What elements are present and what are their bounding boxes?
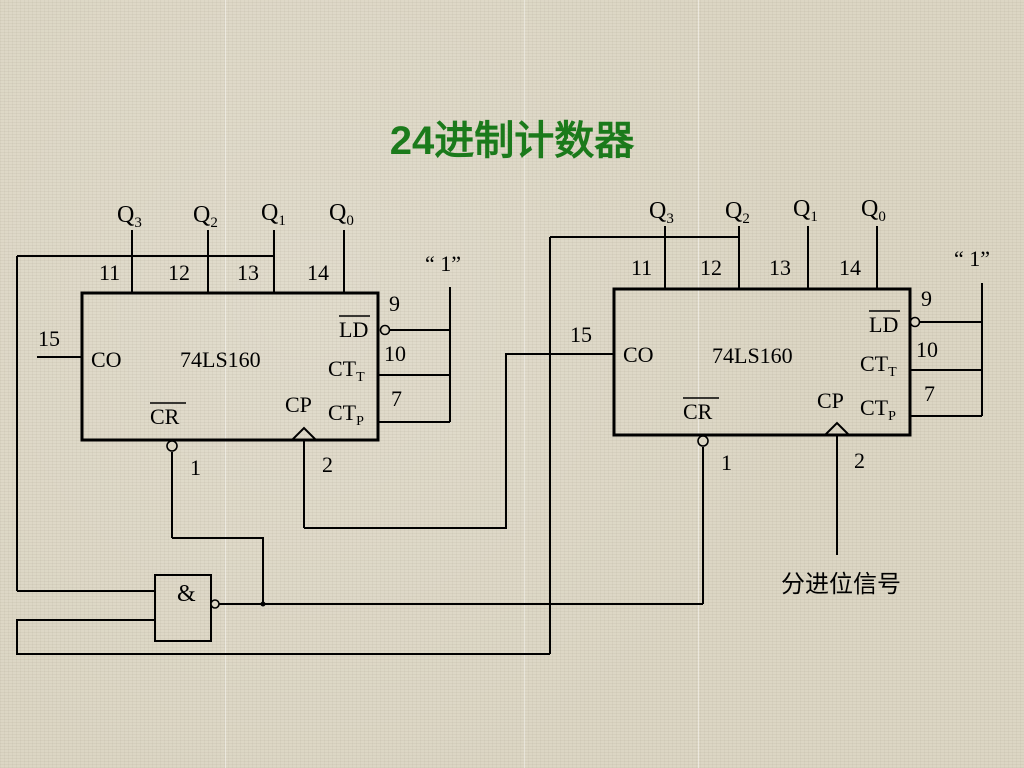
right-q2-label: Q2: [725, 198, 750, 227]
left-pin-11: 11: [99, 260, 120, 285]
left-q2-label: Q2: [193, 202, 218, 231]
right-cr-label: CR: [683, 399, 713, 424]
page-title: 24进制计数器: [389, 119, 635, 163]
background-gridline: [524, 0, 525, 768]
left-pin-10: 10: [384, 341, 406, 366]
left-pin-12: 12: [168, 260, 190, 285]
left-co-label: CO: [91, 347, 122, 372]
right-pin-1: 1: [721, 450, 732, 475]
background-gridline: [225, 0, 226, 768]
left-ld-label: LD: [339, 317, 368, 342]
right-q3-label: Q3: [649, 198, 674, 227]
left-ctp-label: CTP: [328, 400, 364, 429]
left-cp-label: CP: [285, 392, 312, 417]
right-logic-one-label: “ 1”: [954, 246, 990, 271]
right-q1-label: Q1: [793, 196, 818, 225]
right-pin-11: 11: [631, 255, 652, 280]
left-ctt-label: CTT: [328, 356, 365, 385]
left-pin-14: 14: [307, 260, 329, 285]
left-cp-clock-triangle: [291, 426, 317, 441]
left-pin-9: 9: [389, 291, 400, 316]
background-gridline: [698, 0, 699, 768]
right-pin-15: 15: [570, 322, 592, 347]
left-pin-13: 13: [237, 260, 259, 285]
left-q3-label: Q3: [117, 202, 142, 231]
carry-wire: [304, 353, 614, 529]
right-cp-label: CP: [817, 388, 844, 413]
right-ctt-label: CTT: [860, 351, 897, 380]
nand-gate-symbol: &: [177, 581, 196, 607]
left-pin-7: 7: [391, 386, 402, 411]
right-ld-bubble: [909, 316, 921, 328]
right-pin-13: 13: [769, 255, 791, 280]
left-cr-wire: [172, 537, 264, 604]
right-pin-2: 2: [854, 448, 865, 473]
right-chip-name: 74LS160: [712, 343, 793, 368]
left-pin-15: 15: [38, 326, 60, 351]
wires: [16, 226, 983, 655]
right-cp-clock-triangle: [824, 421, 850, 436]
right-counter-chip: [612, 287, 912, 437]
right-co-label: CO: [623, 342, 654, 367]
left-q0-label: Q0: [329, 200, 354, 229]
right-ld-label: LD: [869, 312, 898, 337]
nand-gate-body: [154, 574, 212, 642]
right-ctp-label: CTP: [860, 395, 896, 424]
nand-output-bubble: [210, 599, 220, 609]
left-chip-name: 74LS160: [180, 347, 261, 372]
left-counter-chip: [80, 291, 380, 442]
right-counter-labels: Q3 Q2 Q1 Q0 11 12 13 14 15 CO 74LS160 LD…: [570, 196, 990, 475]
left-logic-one-label: “ 1”: [425, 251, 461, 276]
right-pin-9: 9: [921, 286, 932, 311]
right-cr-bubble: [697, 435, 709, 447]
junction-dot: [260, 601, 266, 607]
left-cr-label: CR: [150, 404, 180, 429]
left-ld-bubble: [379, 324, 391, 336]
left-q1-label: Q1: [261, 200, 286, 229]
right-pin-14: 14: [839, 255, 861, 280]
clock-input-label: 分进位信号: [781, 571, 901, 598]
right-pin-7: 7: [924, 381, 935, 406]
junctions: [260, 601, 266, 607]
left-cr-bubble: [166, 440, 178, 452]
right-q0-label: Q0: [861, 196, 886, 225]
left-pin-1: 1: [190, 455, 201, 480]
right-pin-10: 10: [916, 337, 938, 362]
left-pin-2: 2: [322, 452, 333, 477]
left-counter-labels: Q3 Q2 Q1 Q0 11 12 13 14 15 CO 74LS160 LD…: [38, 200, 461, 480]
right-feedback-to-gate: [16, 619, 550, 655]
bubbles: [166, 316, 921, 609]
right-pin-12: 12: [700, 255, 722, 280]
